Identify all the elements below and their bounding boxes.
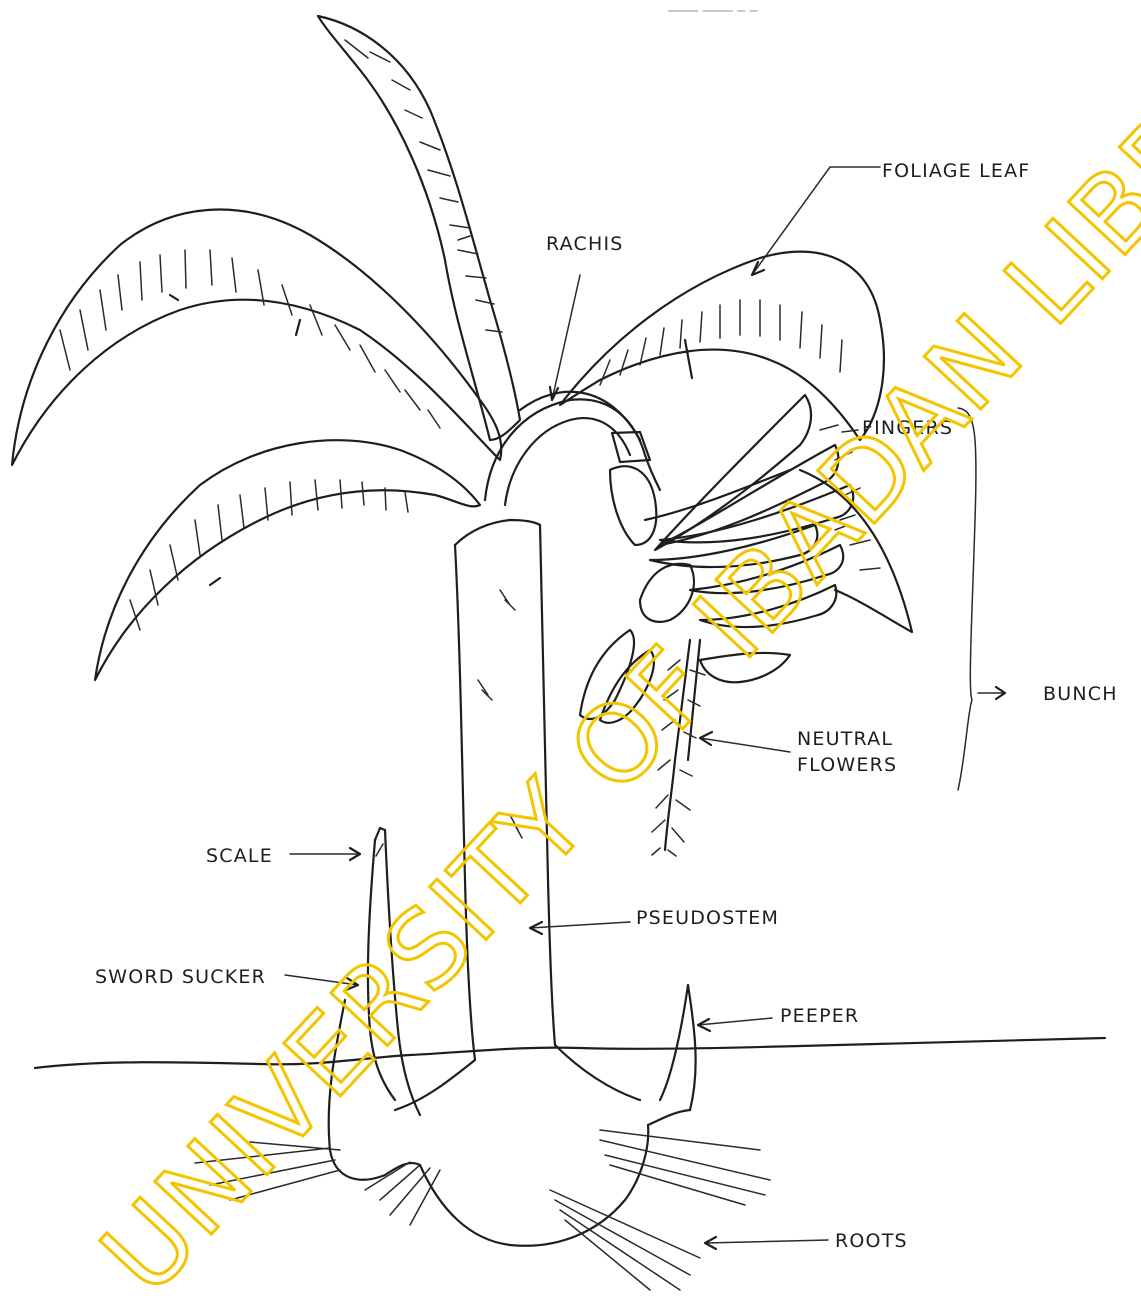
leaf-lower-left	[95, 440, 480, 680]
header-residue: ____ ____ _ _	[667, 0, 758, 13]
label-rachis: RACHIS	[546, 233, 624, 255]
label-neutral-flowers-line2: FLOWERS	[797, 754, 897, 776]
label-scale: SCALE	[206, 845, 273, 867]
label-sword-sucker: SWORD SUCKER	[95, 966, 266, 988]
watermark-text: UNIVERSITY OF IBADAN LIBRARY	[78, 0, 1141, 1303]
leaf-upper-right	[560, 252, 884, 440]
ground-line	[35, 1038, 1105, 1068]
rachis	[485, 392, 660, 505]
watermark: UNIVERSITY OF IBADAN LIBRARY	[78, 0, 1141, 1303]
label-roots: ROOTS	[835, 1230, 908, 1252]
label-bunch: BUNCH	[1043, 683, 1118, 705]
label-pseudostem: PSEUDOSTEM	[636, 907, 779, 929]
label-neutral-flowers-line1: NEUTRAL	[797, 728, 893, 750]
leaf-upper-left	[12, 210, 501, 465]
label-peeper: PEEPER	[780, 1005, 859, 1027]
label-foliage-leaf: FOLIAGE LEAF	[882, 160, 1030, 182]
